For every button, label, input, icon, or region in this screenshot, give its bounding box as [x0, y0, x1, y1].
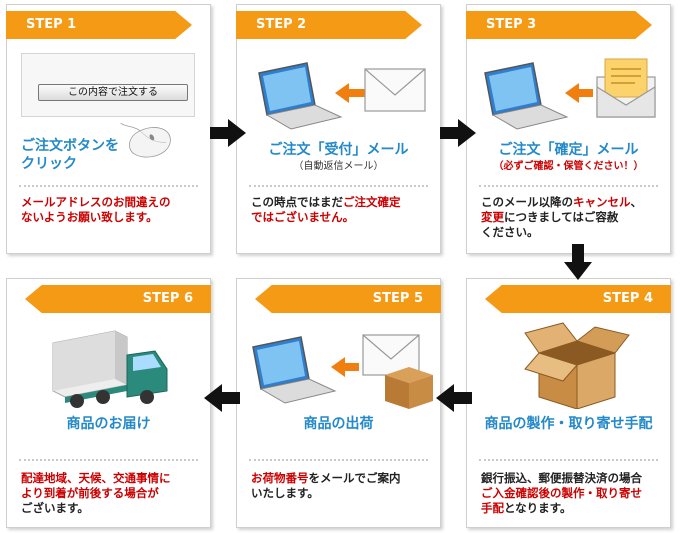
step3-divider: [479, 185, 658, 187]
step5-body-em1: お荷物番号: [251, 471, 309, 485]
step2-title: ご注文「受付」メール: [268, 142, 409, 158]
step1-body-line1: メールアドレスのお間違えの: [21, 195, 171, 209]
step4-title: 商品の製作・取り寄せ手配: [484, 416, 653, 432]
step2-body-em1: ご注文確定: [343, 195, 401, 209]
step2-body-line1: この時点ではまだ: [251, 195, 343, 209]
step4-body-em2: 手配: [481, 501, 504, 515]
step2-divider: [249, 185, 428, 187]
step3-body-line3: ください。: [481, 225, 539, 239]
mouse-icon: [120, 123, 171, 158]
step2-subtitle: （自動返信メール）: [293, 161, 384, 172]
step3-body-em1: キャンセル: [573, 195, 631, 209]
step3-title: ご注文「確定」メール: [498, 142, 639, 158]
arrow-left-1-icon: [436, 384, 472, 412]
step5-title: 商品の出荷: [303, 416, 374, 432]
step4-card: STEP 4 商品の製作・取り寄せ手配 銀行振込、郵便振替決済の場合 ご入金確認…: [466, 278, 671, 528]
laptop-open-envelope-icon: [484, 58, 656, 130]
order-button-preview: この内容で注文する: [21, 53, 195, 117]
step3-body-line1a: このメール以降の: [481, 195, 573, 209]
laptop-icon: [258, 62, 343, 130]
arrow-left-icon: [565, 83, 579, 103]
laptop-envelope-box-icon: [252, 334, 433, 409]
step3-body-line2: につきましてはご容赦: [504, 210, 619, 224]
step4-label: STEP 4: [485, 285, 671, 313]
step3-body-line1b: 、: [630, 195, 643, 209]
step1-card: STEP 1 この内容で注文する ご注文ボタンを クリック メールアドレスのお間…: [6, 4, 211, 254]
step6-body-line3: ございます。: [21, 501, 89, 515]
step4-body-line1: 銀行振込、郵便振替決済の場合: [481, 471, 642, 485]
step3-label: STEP 3: [466, 11, 652, 39]
arrow-left-2-icon: [204, 384, 240, 412]
step5-label: STEP 5: [255, 285, 441, 313]
package-icon: [385, 367, 433, 409]
step1-divider: [19, 185, 198, 187]
box-icon: [524, 322, 630, 409]
step6-body-line1: 配達地域、天候、交通事情に: [21, 471, 171, 485]
step5-card: STEP 5 商品の出荷 お荷物番号をメールでご案内 いたします。: [236, 278, 441, 528]
step2-label: STEP 2: [236, 11, 422, 39]
arrow-down-icon: [564, 244, 592, 280]
step1-body-line2: ないようお願い致します。: [21, 210, 158, 224]
step5-divider: [249, 459, 428, 461]
step6-body-line2: より到着が前後する場合が: [21, 486, 159, 500]
open-envelope-icon: [596, 58, 656, 118]
laptop-icon: [484, 62, 569, 130]
step6-card: STEP 6 商品のお届け 配達地域、天候、交通事情に より到着が前後する場合が…: [6, 278, 211, 528]
step4-divider: [479, 459, 658, 461]
laptop-envelope-icon: [258, 62, 426, 130]
step3-body-em2: 変更: [481, 210, 504, 224]
step1-label: STEP 1: [6, 11, 192, 39]
step5-body-line1: をメールでご案内: [308, 471, 401, 485]
order-button: この内容で注文する: [38, 84, 188, 101]
step6-divider: [19, 459, 198, 461]
envelope-icon: [364, 68, 426, 112]
step6-label: STEP 6: [25, 285, 211, 313]
laptop-icon: [252, 336, 337, 404]
step5-body-line2: いたします。: [251, 486, 319, 500]
arrow-left-icon: [331, 357, 345, 377]
arrow-right-1-icon: [210, 119, 246, 147]
step1-title-line1: ご注文ボタンを: [21, 138, 119, 154]
step6-title: 商品のお届け: [66, 416, 151, 432]
step1-title-line2: クリック: [21, 156, 77, 172]
arrow-left-icon: [335, 83, 349, 103]
step2-card: STEP 2 ご注文「受付」メール （自動返信メール） この時点ではまだご注文確…: [236, 4, 441, 254]
truck-icon: [52, 330, 168, 408]
step2-body-line2: ではございません。: [251, 210, 355, 224]
step4-body-em1: ご入金確認後の製作・取り寄せ: [481, 486, 642, 500]
arrow-right-2-icon: [440, 119, 476, 147]
step3-card: STEP 3 ご注文「確定」メール （必ずご確認・保管ください！） このメール以…: [466, 4, 671, 254]
step4-body-line3: となります。: [504, 501, 572, 515]
step3-subtitle: （必ずご確認・保管ください！）: [493, 161, 644, 172]
